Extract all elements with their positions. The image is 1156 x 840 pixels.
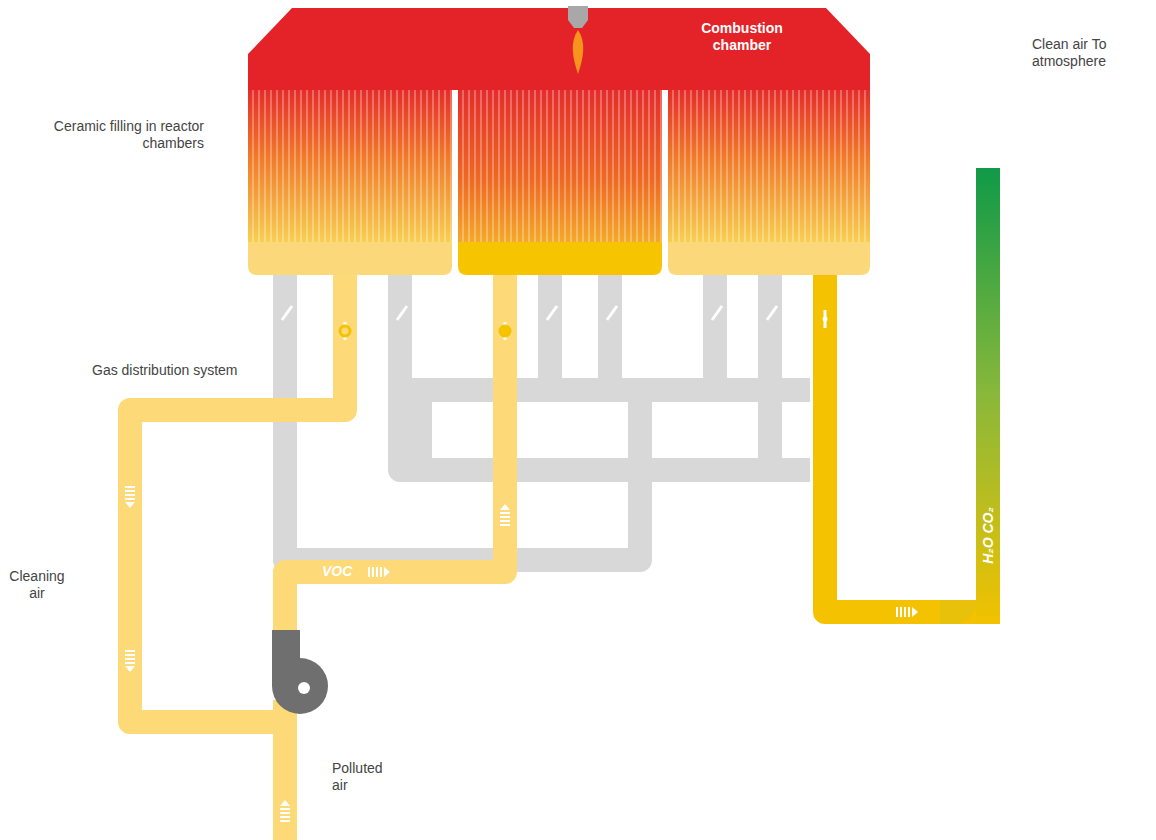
inlet-label: Polluted air [332, 760, 392, 794]
flow-arrows [125, 486, 918, 822]
ceramic-beds [248, 88, 870, 275]
cleaning-air-label: Cleaning air [6, 568, 68, 602]
gas-distribution-pipes [285, 275, 810, 570]
voc-label: VOC [322, 563, 362, 580]
exhaust-gas-label: H₂O CO₂ [980, 496, 997, 576]
chamber-shape [246, 6, 872, 90]
process-air-pipes [130, 168, 1000, 840]
ceramic-label: Ceramic filling in reactor chambers [52, 118, 204, 152]
chamber-title: Combustion chamber [692, 20, 792, 54]
distribution-label: Gas distribution system [92, 362, 272, 379]
combustion-chamber: Combustion chamber [246, 6, 872, 90]
fan-symbol [272, 630, 328, 714]
valves [282, 306, 828, 340]
outlet-label: Clean air To atmosphere [1032, 36, 1142, 70]
